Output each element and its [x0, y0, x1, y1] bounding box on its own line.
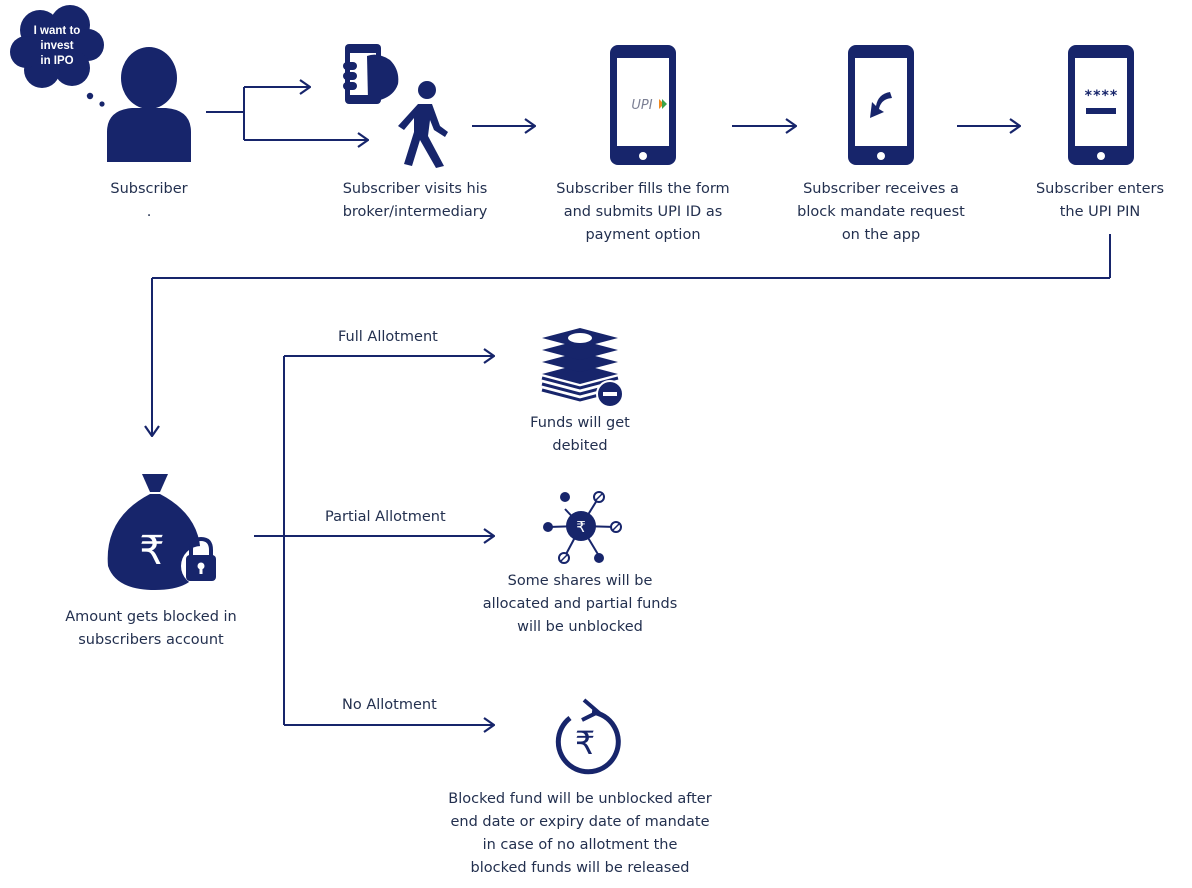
blocked-amount-label: Amount gets blocked in subscribers accou…	[65, 609, 237, 648]
rupee-refresh-icon: ₹	[555, 698, 621, 775]
rupee-network-icon: ₹	[543, 491, 622, 564]
upi-phone-icon: UPI	[610, 45, 676, 165]
subscriber-person-icon	[107, 47, 191, 162]
money-stack-minus-icon	[541, 328, 624, 408]
thought-bubble-text: I want to invest in IPO	[33, 25, 81, 67]
upi-logo-text: UPI	[631, 98, 652, 113]
branch-label-partial: Partial Allotment	[325, 509, 446, 525]
mandate-phone-icon	[848, 45, 914, 165]
outcome-no-allotment: Blocked fund will be unblocked after end…	[448, 791, 712, 876]
walking-person-icon	[398, 81, 448, 168]
outcome-partial-allotment: Some shares will be allocated and partia…	[482, 573, 678, 635]
return-connector	[152, 234, 1111, 436]
step-label-enter-pin: Subscriber enters the UPI PIN	[1035, 181, 1165, 220]
step-label-block-mandate: Subscriber receives a block mandate requ…	[797, 181, 965, 243]
pin-phone-icon: ****	[1068, 45, 1134, 165]
outcome-full-allotment: Funds will get debited	[530, 415, 630, 454]
hand-phone-icon	[343, 44, 399, 104]
network-rupee-symbol: ₹	[576, 518, 586, 536]
refresh-rupee-symbol: ₹	[575, 724, 595, 762]
branch-label-full: Full Allotment	[338, 329, 438, 345]
thought-cloud-icon	[10, 5, 105, 107]
step-label-fill-form: Subscriber fills the form and submits UP…	[556, 181, 730, 243]
money-bag-lock-icon: ₹	[107, 474, 221, 590]
pin-mask-text: ****	[1084, 88, 1118, 104]
step-label-visit-broker: Subscriber visits his broker/intermediar…	[342, 181, 488, 220]
bag-rupee-symbol: ₹	[139, 528, 164, 574]
allotment-branches	[254, 356, 494, 725]
split-connector	[206, 87, 368, 140]
branch-label-none: No Allotment	[342, 697, 437, 713]
step-label-subscriber: Subscriber .	[110, 181, 188, 220]
